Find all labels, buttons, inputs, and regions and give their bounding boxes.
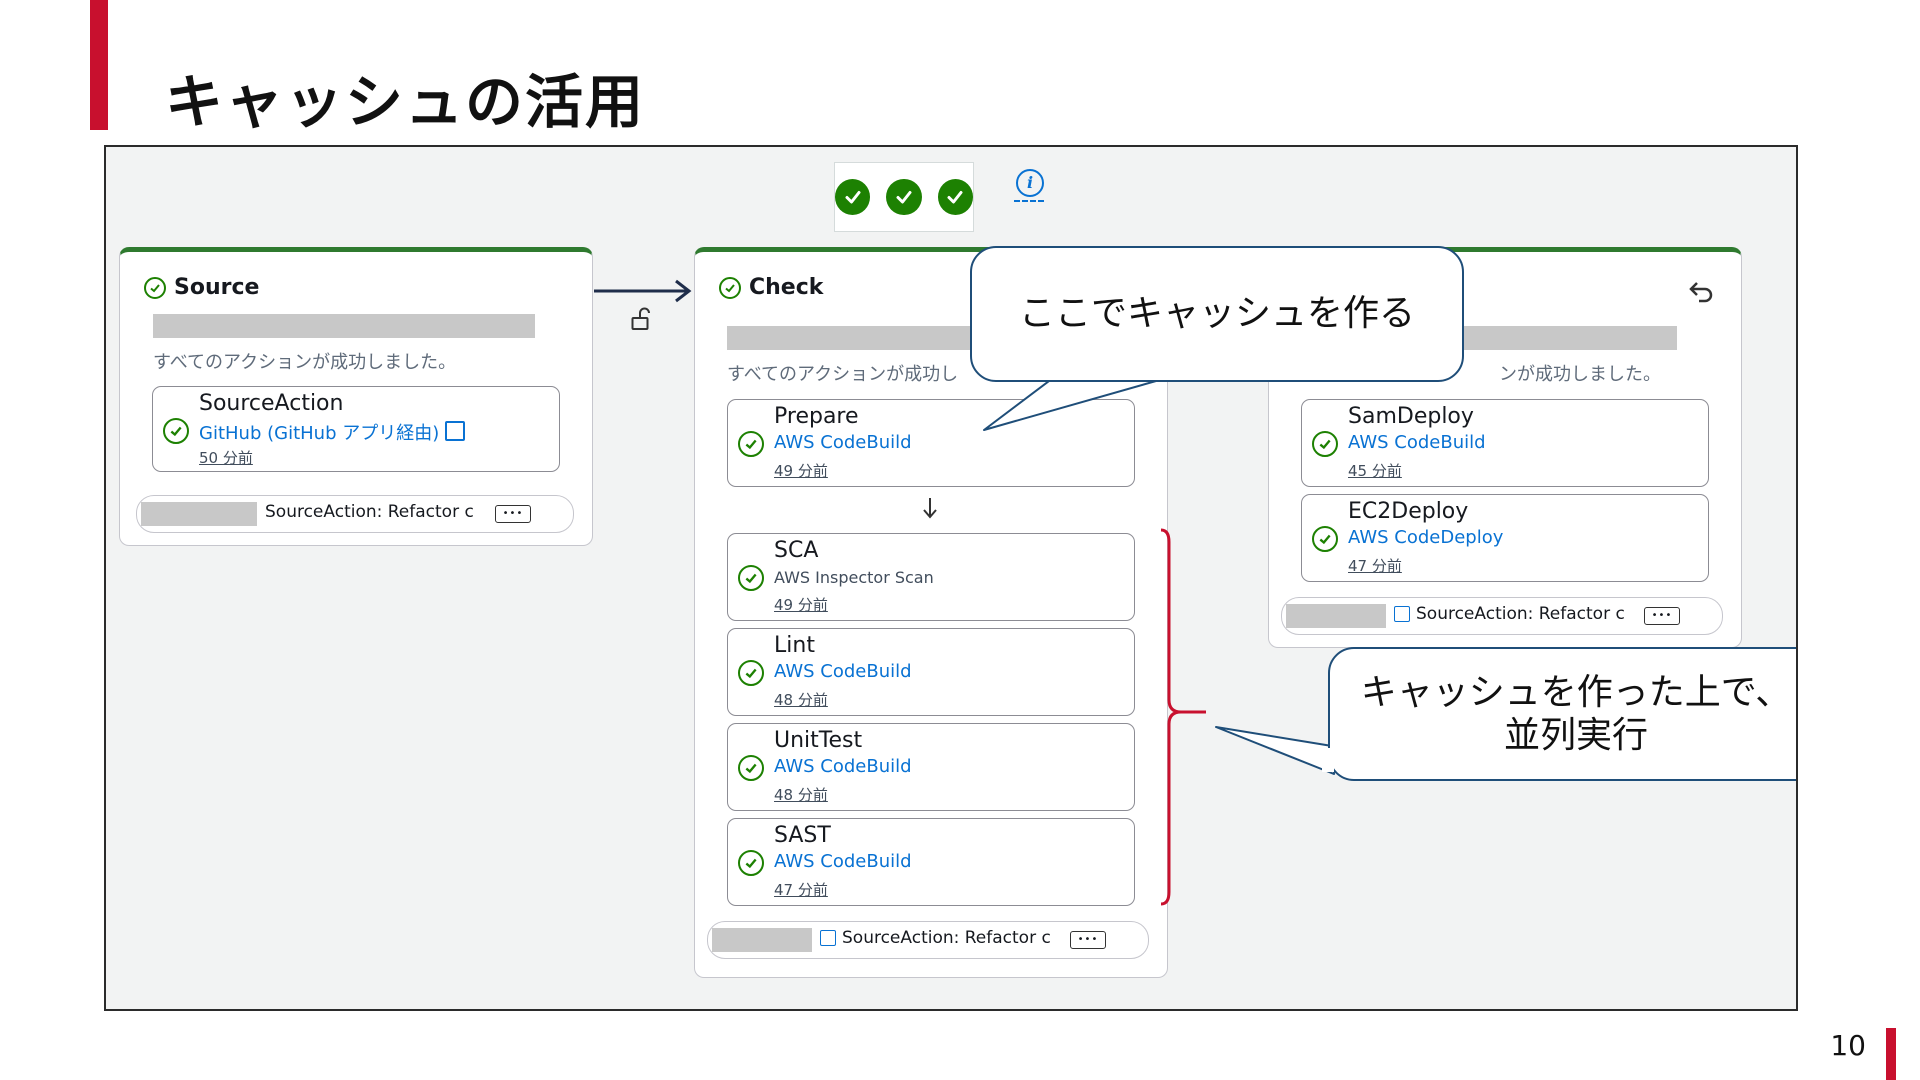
- action-prepare[interactable]: Prepare AWS CodeBuild 49 分前: [727, 399, 1135, 487]
- page-accent-bar: [1886, 1028, 1896, 1080]
- transition-connector: [594, 279, 692, 303]
- callout-join-cover: [1059, 367, 1155, 377]
- stage-status-text: すべてのアクションが成功しました。: [153, 352, 457, 373]
- stage-footer: SourceAction: Refactor c •••: [136, 495, 574, 533]
- action-time[interactable]: 49 分前: [774, 462, 828, 480]
- action-provider-link[interactable]: AWS CodeBuild: [774, 661, 912, 682]
- stage-source: Source すべてのアクションが成功しました。 SourceAction Gi…: [119, 247, 593, 546]
- action-name: SAST: [774, 823, 831, 848]
- action-ec2deploy[interactable]: EC2Deploy AWS CodeDeploy 47 分前: [1301, 494, 1709, 582]
- redacted-block: [153, 314, 535, 338]
- external-link-icon[interactable]: [1394, 606, 1410, 622]
- page-number: 10: [1830, 1029, 1866, 1062]
- action-name: EC2Deploy: [1348, 499, 1469, 524]
- overall-status: [834, 162, 974, 232]
- check-circle-icon: [719, 276, 741, 299]
- action-name: SourceAction: [199, 391, 344, 416]
- action-name: UnitTest: [774, 728, 863, 753]
- action-provider-link[interactable]: AWS CodeDeploy: [1348, 527, 1504, 548]
- check-circle-icon: [835, 179, 871, 215]
- more-button[interactable]: •••: [1644, 607, 1680, 625]
- action-time[interactable]: 49 分前: [774, 596, 828, 614]
- action-sast[interactable]: SAST AWS CodeBuild 47 分前: [727, 818, 1135, 906]
- check-circle-icon: [144, 276, 166, 299]
- stage-title: Check: [719, 275, 823, 300]
- check-circle-icon: [163, 418, 189, 444]
- callout-parallel: キャッシュを作った上で、 並列実行: [1328, 647, 1796, 781]
- check-circle-icon: [1312, 526, 1338, 552]
- annotation-overlay: [983, 374, 1335, 906]
- callout-line: キャッシュを作った上で、: [1360, 671, 1792, 713]
- action-provider-link[interactable]: AWS CodeBuild: [774, 432, 912, 453]
- check-circle-icon: [738, 660, 764, 686]
- unlock-icon[interactable]: [631, 307, 651, 331]
- redacted-block: [712, 928, 812, 952]
- check-circle-icon: [738, 565, 764, 591]
- external-link-icon[interactable]: [820, 930, 836, 946]
- action-time[interactable]: 47 分前: [1348, 557, 1402, 575]
- undo-icon[interactable]: [1687, 280, 1715, 306]
- action-sca[interactable]: SCA AWS Inspector Scan 49 分前: [727, 533, 1135, 621]
- action-time[interactable]: 50 分前: [199, 449, 253, 467]
- footer-revision-text: SourceAction: Refactor c: [1416, 604, 1625, 624]
- title-accent-bar: [90, 0, 108, 130]
- action-time[interactable]: 47 分前: [774, 881, 828, 899]
- stage-footer: SourceAction: Refactor c •••: [1281, 597, 1723, 635]
- external-link-icon: [444, 421, 465, 441]
- action-provider-link[interactable]: AWS CodeBuild: [1348, 432, 1486, 453]
- stage-title: Source: [144, 275, 259, 300]
- action-provider-link[interactable]: AWS CodeBuild: [774, 851, 912, 872]
- more-button[interactable]: •••: [495, 505, 531, 523]
- action-time[interactable]: 48 分前: [774, 691, 828, 709]
- check-circle-icon: [738, 755, 764, 781]
- action-sourceaction[interactable]: SourceAction GitHub (GitHub アプリ経由) 50 分前: [152, 386, 560, 472]
- redacted-block: [727, 326, 987, 350]
- stage-deploy: ンが成功しました。 SamDeploy AWS CodeBuild 45 分前 …: [1268, 247, 1742, 648]
- callout-line: 並列実行: [1503, 715, 1648, 756]
- check-circle-icon: [937, 179, 973, 215]
- action-samdeploy[interactable]: SamDeploy AWS CodeBuild 45 分前: [1301, 399, 1709, 487]
- action-time[interactable]: 48 分前: [774, 786, 828, 804]
- action-unittest[interactable]: UnitTest AWS CodeBuild 48 分前: [727, 723, 1135, 811]
- action-name: Prepare: [774, 404, 859, 429]
- check-circle-icon: [886, 179, 922, 215]
- pipeline-screenshot: i Source すべてのアクションが成功しました。 SourceAction …: [104, 145, 1798, 1011]
- action-time[interactable]: 45 分前: [1348, 462, 1402, 480]
- info-icon[interactable]: i: [1016, 169, 1044, 197]
- check-circle-icon: [738, 431, 764, 457]
- action-provider: AWS Inspector Scan: [774, 568, 934, 587]
- redacted-block: [141, 502, 257, 526]
- check-circle-icon: [1312, 431, 1338, 457]
- action-provider-link[interactable]: GitHub (GitHub アプリ経由): [199, 419, 465, 445]
- more-button[interactable]: •••: [1070, 931, 1106, 949]
- footer-revision-text: SourceAction: Refactor c: [265, 502, 474, 522]
- slide-title: キャッシュの活用: [165, 68, 646, 136]
- arrow-down-icon: [921, 496, 939, 520]
- stage-footer: SourceAction: Refactor c •••: [707, 921, 1149, 959]
- info-underline: [1014, 200, 1044, 202]
- action-name: SCA: [774, 538, 819, 563]
- stage-status-text: ンが成功しました。: [1499, 364, 1661, 385]
- action-name: Lint: [774, 633, 815, 658]
- callout-cache: ここでキャッシュを作る: [970, 246, 1464, 382]
- action-provider-link[interactable]: AWS CodeBuild: [774, 756, 912, 777]
- footer-revision-text: SourceAction: Refactor c: [842, 928, 1051, 948]
- stage-status-text: すべてのアクションが成功し: [727, 364, 959, 385]
- check-circle-icon: [738, 850, 764, 876]
- action-name: SamDeploy: [1348, 404, 1474, 429]
- callout-join-cover: [1322, 748, 1334, 772]
- redacted-block: [1286, 604, 1386, 628]
- action-lint[interactable]: Lint AWS CodeBuild 48 分前: [727, 628, 1135, 716]
